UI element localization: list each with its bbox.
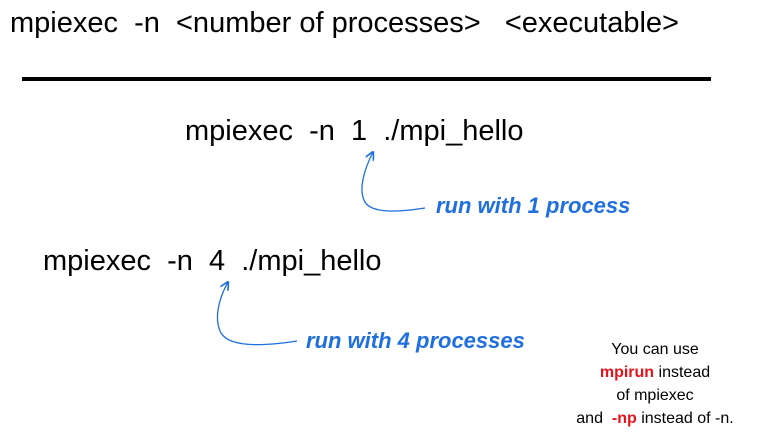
callout-label-1: run with 1 process [436,193,631,218]
callout-arrow-2 [216,282,298,346]
callout-label-2: run with 4 processes [306,328,525,353]
example-command-2: mpiexec -n 4 ./mpi_hello [43,245,382,277]
note-line-4: and -np instead of -n. [560,407,750,430]
note-line-4-suffix: instead of -n. [636,410,734,427]
side-note: You can use mpirun instead of mpiexec an… [560,338,750,430]
note-line-3: of mpiexec [616,387,694,404]
note-line-1: You can use [611,341,699,358]
alt-command: mpirun [599,364,655,381]
note-line-2: mpirun instead [560,361,750,384]
example-command-1: mpiexec -n 1 ./mpi_hello [185,115,524,147]
note-line-2-suffix: instead [654,364,711,381]
alt-flag: -np [611,410,637,427]
syntax-line: mpiexec -n <number of processes> <execut… [10,7,679,39]
callout-arrow-1 [361,152,426,212]
note-line-4-prefix: and [576,410,612,427]
divider-rule [22,77,711,81]
